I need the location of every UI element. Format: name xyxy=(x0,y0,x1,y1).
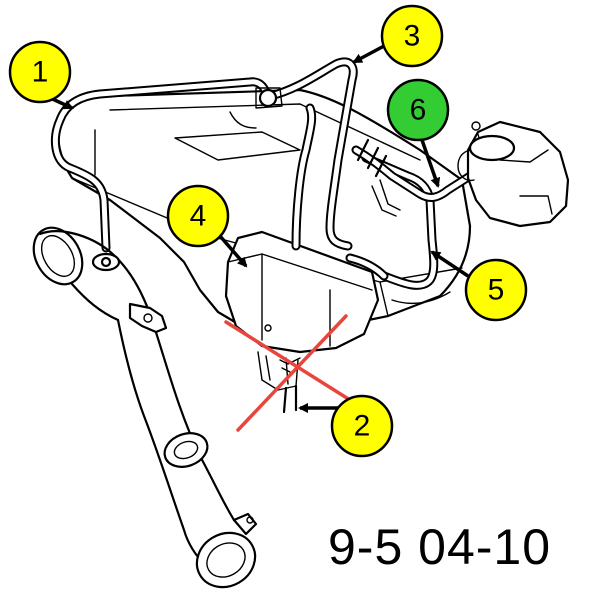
leader-3 xyxy=(352,44,385,64)
callout-circle-2 xyxy=(330,394,394,458)
bracket-part-2 xyxy=(279,357,301,373)
callout-6: 6 xyxy=(386,78,450,142)
callout-number-1: 1 xyxy=(32,56,49,89)
callout-circle-4 xyxy=(166,184,230,248)
hose-part-3 xyxy=(255,57,358,251)
callout-circle-3 xyxy=(380,4,444,68)
fitting-part-6 xyxy=(351,138,475,217)
callout-3: 3 xyxy=(380,4,444,68)
diagram-reference-code: 9-5 04-10 xyxy=(328,519,552,575)
callout-number-3: 3 xyxy=(404,20,421,53)
hose-part-1 xyxy=(50,77,271,253)
leader-5 xyxy=(430,250,469,278)
callout-circle-1 xyxy=(8,40,72,104)
callout-5: 5 xyxy=(464,258,528,322)
callout-number-6: 6 xyxy=(410,94,427,127)
callout-4: 4 xyxy=(166,184,230,248)
leader-6 xyxy=(420,139,441,188)
callout-number-5: 5 xyxy=(488,274,505,307)
callout-circle-5 xyxy=(464,258,528,322)
removal-cross-mark xyxy=(224,314,352,432)
callout-1: 1 xyxy=(8,40,72,104)
callout-number-2: 2 xyxy=(354,410,371,443)
expansion-tank xyxy=(457,120,570,228)
callout-number-4: 4 xyxy=(190,200,207,233)
callout-2: 2 xyxy=(330,394,394,458)
charge-air-pipe xyxy=(32,226,258,589)
leader-4 xyxy=(218,234,248,268)
leader-lines xyxy=(45,44,469,413)
cross-line-a xyxy=(224,320,352,402)
callout-circle-6 xyxy=(386,78,450,142)
cross-line-b xyxy=(236,314,348,432)
